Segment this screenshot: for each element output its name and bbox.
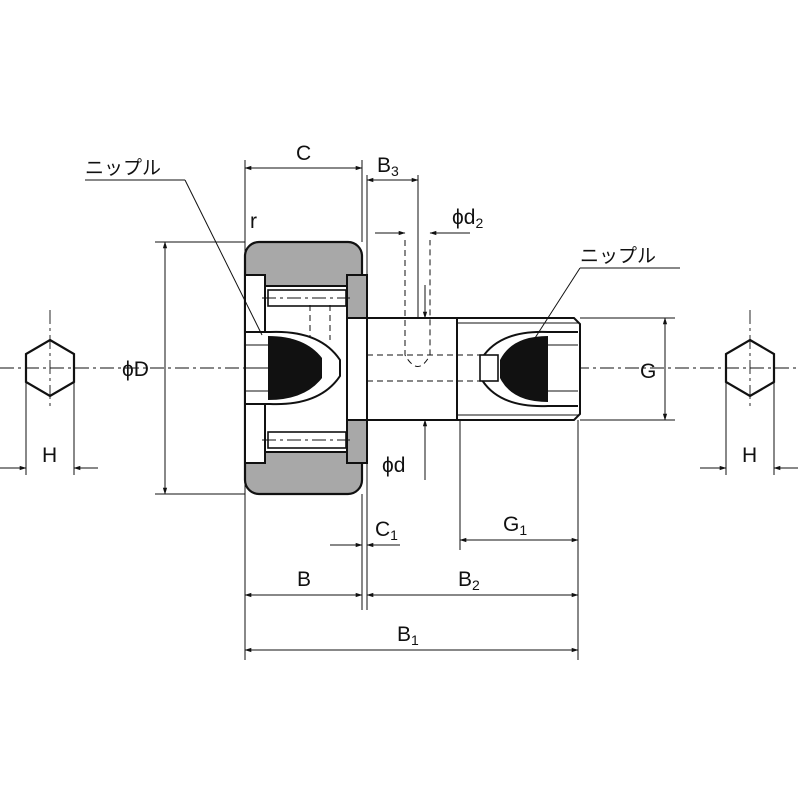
label-B2: B2: [458, 568, 480, 593]
label-D: ϕD: [122, 358, 149, 381]
label-B: B: [297, 568, 311, 591]
label-nipple-right: ニップル: [580, 245, 656, 267]
grease-nipple-right: [479, 330, 578, 408]
grease-nipple-left: [244, 330, 341, 406]
label-G: G: [640, 360, 656, 383]
label-d2: ϕd2: [452, 206, 483, 231]
dimension-lines: [0, 165, 798, 653]
label-H-left: H: [42, 444, 57, 467]
label-H-right: H: [742, 444, 757, 467]
label-B3: B3: [377, 154, 399, 179]
label-B1: B1: [397, 623, 419, 648]
label-r: r: [250, 210, 257, 233]
extension-lines: [25, 160, 775, 660]
stud-flange: [346, 274, 368, 464]
label-C: C: [296, 142, 311, 165]
label-G1: G1: [503, 513, 527, 538]
label-d: ϕd: [382, 454, 405, 477]
label-nipple-left: ニップル: [85, 157, 161, 179]
needle-rollers: [262, 289, 350, 449]
label-C1: C1: [375, 518, 398, 543]
